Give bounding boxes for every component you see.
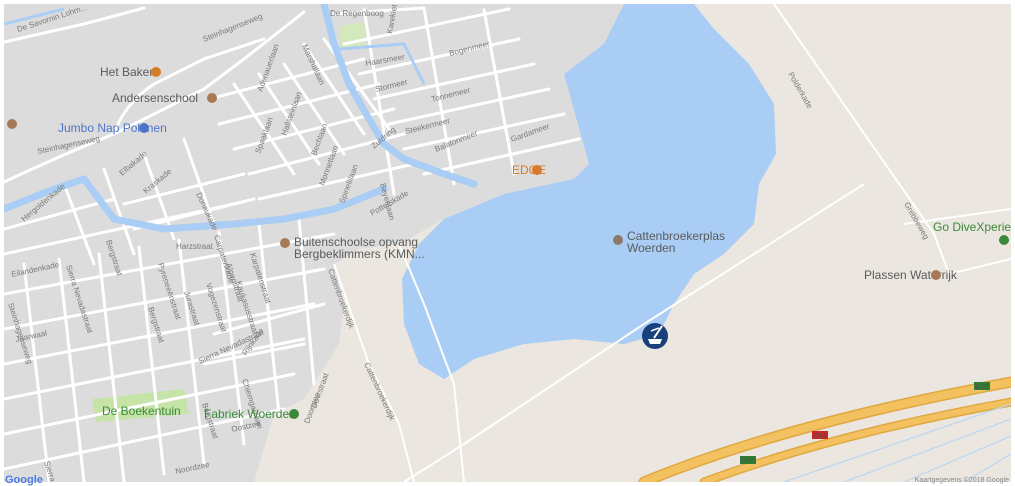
poi-cattenbroekerplas[interactable]: Cattenbroekerplas Woerden <box>613 229 725 255</box>
landmark-icon <box>931 270 941 280</box>
restaurant-icon <box>151 67 161 77</box>
lake-cattenbroekerplas <box>402 4 776 379</box>
urban-area <box>4 4 644 482</box>
activity-icon <box>999 235 1009 245</box>
svg-text:Het Baken: Het Baken <box>100 65 156 79</box>
svg-text:A12: A12 <box>814 433 827 440</box>
canals-thin <box>4 7 426 85</box>
svg-text:Bergbeklimmers (KMN...: Bergbeklimmers (KMN... <box>294 247 425 261</box>
svg-text:Fabriek Woerden: Fabriek Woerden <box>204 407 296 421</box>
svg-text:Jumbo Nap Polanen: Jumbo Nap Polanen <box>58 121 167 135</box>
ditches <box>783 403 1011 482</box>
map-view[interactable]: E30 A12 E35 De Savornin Lohm... Steinhag… <box>4 4 1011 482</box>
svg-text:Go DiveXperience BV: Go DiveXperience BV <box>933 220 1011 234</box>
poi-fabriek[interactable]: Fabriek Woerden <box>204 407 299 421</box>
svg-text:De Boekentuin: De Boekentuin <box>102 404 181 418</box>
waterfront-marker-icon[interactable] <box>642 323 668 349</box>
svg-text:E35: E35 <box>742 458 755 465</box>
google-logo: Google <box>5 474 43 486</box>
svg-text:Woerden: Woerden <box>627 241 675 255</box>
poi-buitenschoolse[interactable]: Buitenschoolse opvang Bergbeklimmers (KM… <box>280 235 425 261</box>
svg-text:Cattenbroekerplas: Cattenbroekerplas <box>627 229 725 243</box>
map-attribution[interactable]: Kaartgegevens ©2018 Google <box>914 477 1009 484</box>
rural-roads <box>333 4 1011 482</box>
poi-go-dive[interactable]: Go DiveXperience BV <box>933 220 1011 245</box>
poi-icon[interactable] <box>7 119 17 129</box>
svg-text:E30: E30 <box>976 384 989 391</box>
poi-boekentuin[interactable]: De Boekentuin <box>102 404 181 418</box>
shield-e35: E35 <box>740 456 756 465</box>
school-icon <box>207 93 217 103</box>
poi-andersenschool[interactable]: Andersenschool <box>112 91 217 105</box>
school-icon <box>280 238 290 248</box>
svg-text:Plassen Waterrijk: Plassen Waterrijk <box>864 268 958 282</box>
poi-het-baken[interactable]: Het Baken <box>100 65 161 79</box>
street-label: De Regenboog <box>330 9 384 18</box>
highway-a12 <box>638 376 1011 482</box>
poi-plassen[interactable]: Plassen Waterrijk <box>864 268 958 282</box>
restaurant-icon <box>532 165 542 175</box>
poi-edge[interactable]: EDGE <box>512 163 546 177</box>
shopping-icon <box>139 123 149 133</box>
shield-e30: E30 <box>974 382 990 391</box>
landmark-icon <box>613 235 623 245</box>
park-icon <box>289 409 299 419</box>
svg-text:Buitenschoolse opvang: Buitenschoolse opvang <box>294 235 418 249</box>
poi-jumbo[interactable]: Jumbo Nap Polanen <box>58 121 167 135</box>
street-label: Harzstraat <box>176 242 214 251</box>
canals <box>4 4 478 233</box>
svg-text:Andersenschool: Andersenschool <box>112 91 198 105</box>
shield-a12: A12 <box>812 431 828 440</box>
